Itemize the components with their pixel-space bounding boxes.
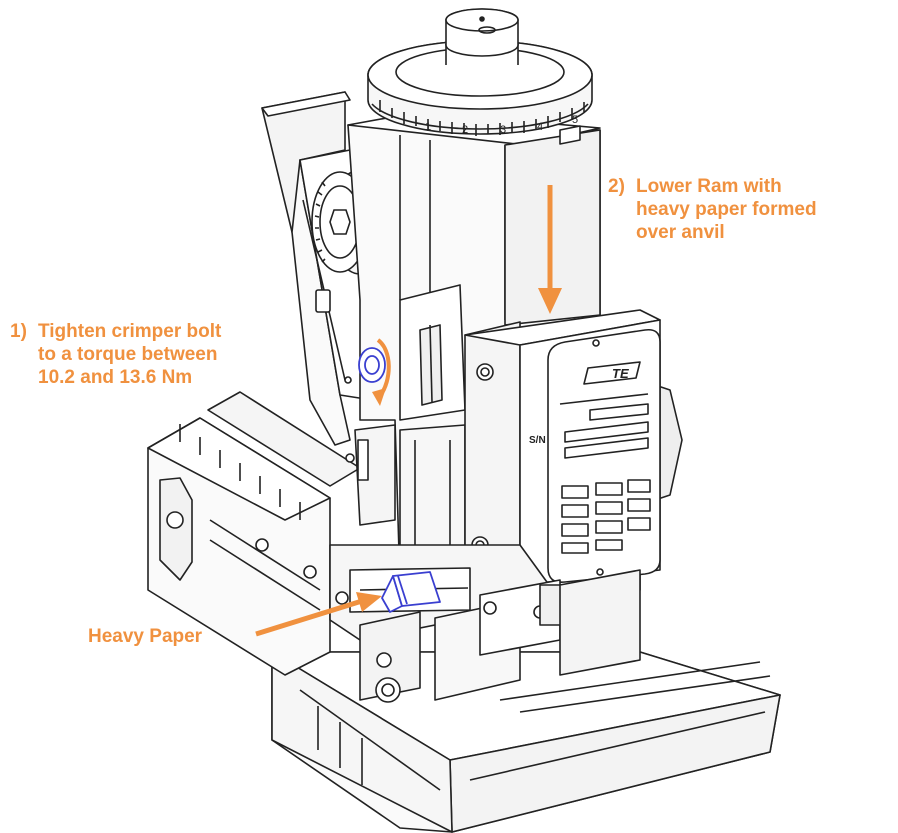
nameplate-brand: TE — [612, 366, 629, 381]
feed-track — [147, 391, 361, 676]
dial-scale-4: 4 — [537, 121, 543, 133]
nameplate — [547, 328, 661, 584]
rotation-arrow — [372, 338, 391, 406]
callout-lower-ram-number: 2) — [608, 176, 625, 197]
dial-scale-1: 1 — [425, 121, 431, 133]
dial-scale-labels: 1 2 3 4 5 — [425, 114, 578, 136]
callout-tighten-bolt-line-3: 10.2 and 13.6 Nm — [38, 367, 193, 388]
dial-scale-3: 3 — [500, 124, 506, 136]
anvil-area — [329, 544, 641, 703]
crimper-bolt — [358, 347, 386, 383]
callout-lower-ram-line-3: over anvil — [636, 222, 725, 243]
heavy-paper-highlight — [381, 571, 441, 613]
callout-tighten-bolt-number: 1) — [10, 321, 27, 342]
base-block — [271, 651, 781, 833]
callout-lower-ram-line-1: Lower Ram with — [636, 176, 782, 197]
callout-tighten-bolt: 1) Tighten crimper bolt to a torque betwe… — [10, 320, 221, 389]
lower-ram-arrow — [538, 185, 562, 314]
callout-lower-ram-line-2: heavy paper formed — [636, 199, 817, 220]
callout-lower-ram: 2) Lower Ram with heavy paper formed over… — [608, 175, 817, 244]
shut-height-dial — [367, 8, 593, 136]
callout-heavy-paper-label: Heavy Paper — [88, 626, 203, 647]
dial-scale-5: 5 — [572, 114, 578, 126]
callout-tighten-bolt-line-2: to a torque between — [38, 344, 218, 365]
dial-scale-2: 2 — [462, 124, 468, 136]
heavy-paper-pointer — [255, 592, 382, 637]
callout-heavy-paper: Heavy Paper — [88, 625, 202, 648]
callout-tighten-bolt-line-1: Tighten crimper bolt — [38, 321, 222, 342]
nameplate-serial-label: S/N — [529, 435, 546, 446]
